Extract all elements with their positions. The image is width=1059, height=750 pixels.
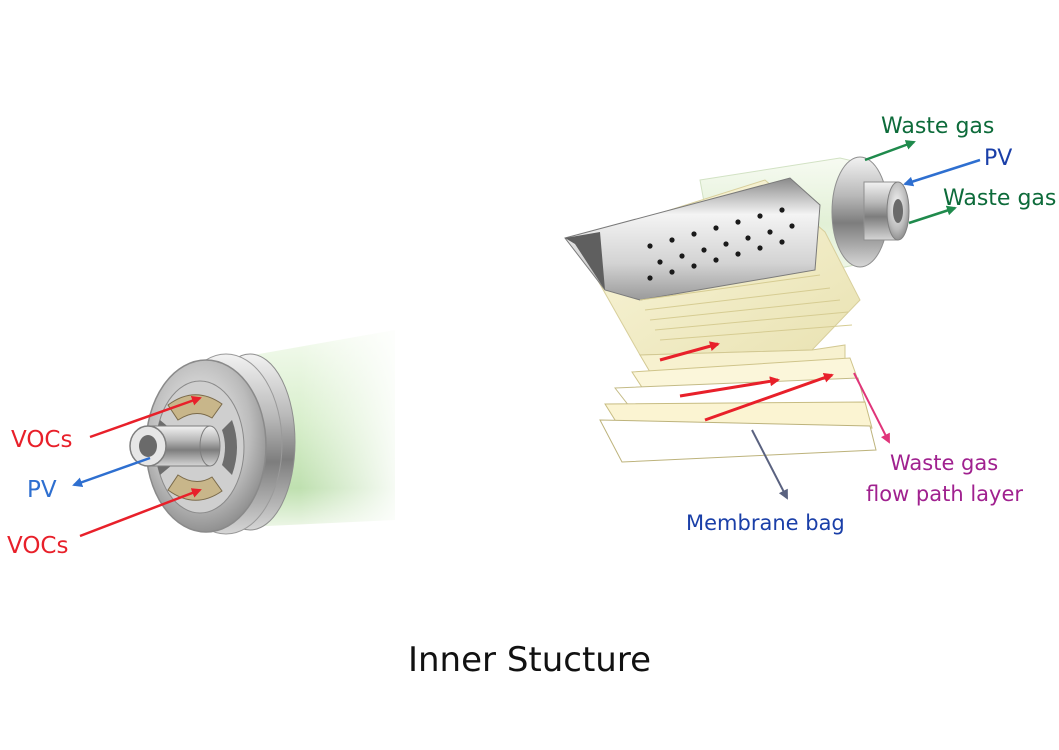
waste-gas-layer-arrow [853,372,890,444]
perforation-holes [647,207,795,281]
waste-gas-layer-label-line2: flow path layer [866,482,1023,506]
pv-arrow-left [72,456,151,488]
voc-arrow-bottom [79,488,202,538]
right-cutaway-module [564,156,910,463]
membrane-bag-arrow [751,429,788,500]
waste-gas-arrow-right [908,205,957,225]
waste-gas-label-top: Waste gas [881,114,994,139]
leaf-stripes [639,274,853,341]
flow-arrow-3 [704,372,834,422]
central-pipe [129,425,221,467]
flow-arrow-2 [679,376,780,398]
voc-arrow-top [89,395,202,439]
pv-arrow-right [903,158,981,187]
pv-label-right: PV [984,146,1012,171]
diagram-caption: Inner Stucture [407,640,651,680]
perforated-tube [564,177,821,301]
waste-gas-label-right: Waste gas [943,186,1056,211]
waste-gas-arrow-top [864,140,916,162]
voc-label-bottom: VOCs [7,533,68,559]
flow-arrow-1 [659,341,720,362]
pv-label-left: PV [27,477,57,503]
left-membrane-module [129,320,410,535]
voc-label-top: VOCs [11,427,72,453]
membrane-bag-label: Membrane bag [686,511,845,535]
waste-gas-layer-label-line1: Waste gas [890,451,998,475]
